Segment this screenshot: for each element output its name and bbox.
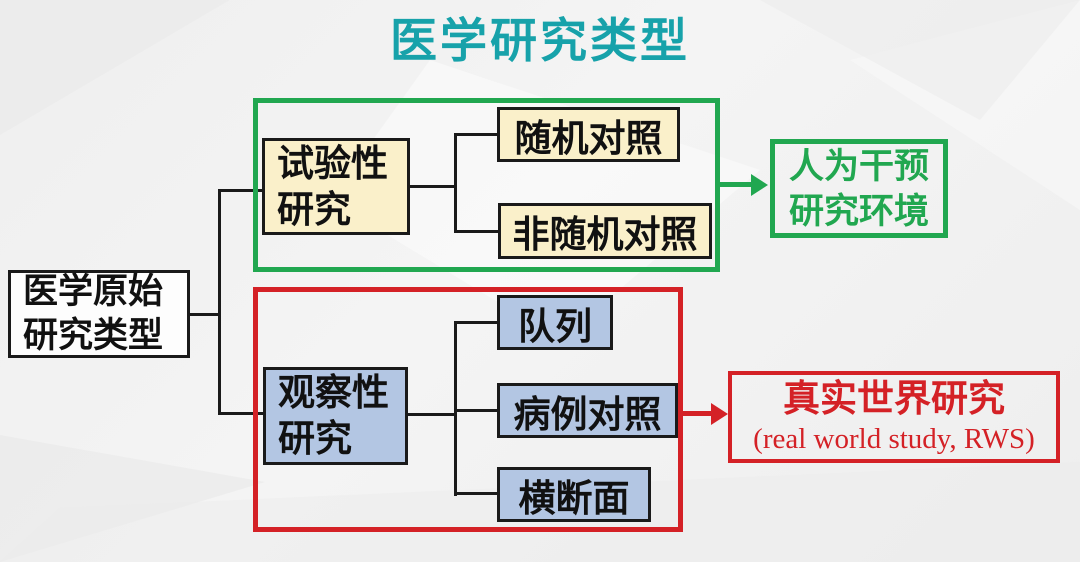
page-title: 医学研究类型 <box>390 14 690 67</box>
node-observational-label: 观察性 研究 <box>278 372 389 459</box>
node-case-control-label: 病例对照 <box>513 393 662 435</box>
red-arrow-head-icon <box>711 402 728 425</box>
node-cohort-label: 队列 <box>518 305 592 347</box>
node-case-control: 病例对照 <box>497 383 678 438</box>
outcome-rws-subtitle: (real world study, RWS) <box>753 423 1035 455</box>
connector-trunk-to-observational <box>218 412 264 415</box>
connector-observational-out <box>408 413 456 416</box>
outcome-artificial-intervention: 人为干预 研究环境 <box>770 139 948 238</box>
outcome-artificial-intervention-label: 人为干预 研究环境 <box>788 146 929 231</box>
node-cohort: 队列 <box>497 295 613 350</box>
node-nonrandomized-label: 非随机对照 <box>512 214 698 255</box>
connector-trunk <box>218 189 221 415</box>
red-arrow-line <box>683 411 711 416</box>
root-node-medical-original-research-types: 医学原始 研究类型 <box>8 270 190 358</box>
connector-trunk-to-experimental <box>218 189 264 192</box>
node-randomized-controlled: 随机对照 <box>497 107 680 162</box>
node-experimental-label: 试验性 研究 <box>277 142 388 230</box>
connector-observational-branch <box>454 321 457 496</box>
node-experimental-research: 试验性 研究 <box>262 138 410 235</box>
node-cross-sectional: 横断面 <box>497 467 651 522</box>
outcome-rws-title: 真实世界研究 <box>783 378 1005 419</box>
node-nonrandomized-controlled: 非随机对照 <box>498 203 712 259</box>
root-node-label: 医学原始 研究类型 <box>23 272 164 355</box>
outcome-real-world-study: 真实世界研究 (real world study, RWS) <box>728 371 1060 463</box>
green-arrow-line <box>720 182 751 187</box>
node-observational-research: 观察性 研究 <box>263 367 408 465</box>
green-arrow-head-icon <box>751 173 768 196</box>
connector-root-to-trunk <box>188 313 220 316</box>
node-cross-sectional-label: 横断面 <box>518 477 630 519</box>
node-randomized-label: 随机对照 <box>514 117 663 159</box>
connector-to-case-control <box>455 409 499 412</box>
